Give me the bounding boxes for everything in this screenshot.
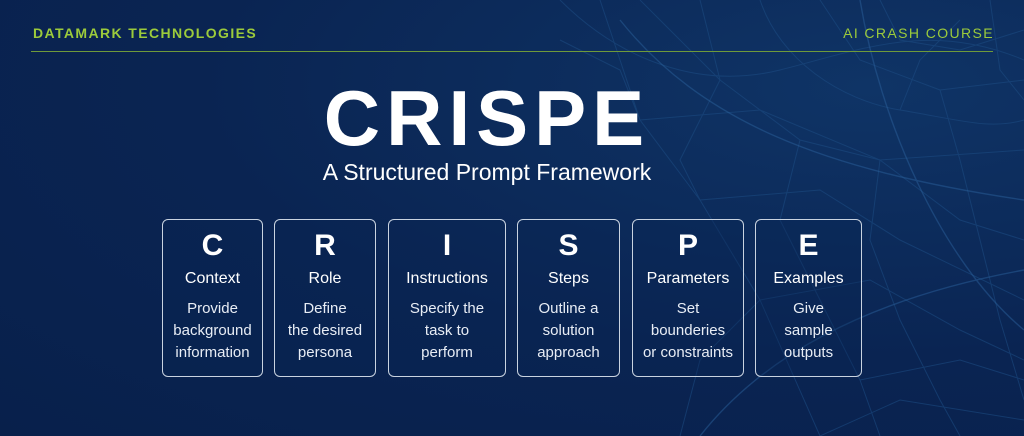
card-name: Role xyxy=(308,270,342,287)
header-divider xyxy=(31,51,993,52)
card-description: Set bounderies or constraints xyxy=(633,298,743,364)
card-description-line: outputs xyxy=(783,344,834,361)
card-name: Context xyxy=(184,270,241,287)
card-description-line: approach xyxy=(537,344,600,361)
card-parameters: P Parameters Set bounderies or constrain… xyxy=(632,219,744,377)
card-description-line: perform xyxy=(421,344,473,361)
card-description: Provide background information xyxy=(163,298,262,364)
card-name: Examples xyxy=(773,270,844,287)
page-subtitle: A Structured Prompt Framework xyxy=(322,159,652,185)
card-description-line: the desired xyxy=(287,322,363,339)
card-name: Parameters xyxy=(646,270,730,287)
card-description-line: Outline a xyxy=(538,300,599,317)
card-description-line: Define xyxy=(303,300,347,317)
course-label: AI CRASH COURSE xyxy=(843,25,994,41)
card-letter: S xyxy=(558,229,579,262)
card-description-line: background xyxy=(173,322,252,339)
card-description-line: Provide xyxy=(187,300,238,317)
card-name: Steps xyxy=(548,270,589,287)
card-description-line: solution xyxy=(542,322,595,339)
card-description-line: information xyxy=(175,344,250,361)
card-description: Outline a solution approach xyxy=(518,298,619,364)
card-letter: P xyxy=(677,229,698,262)
card-description-line: Set xyxy=(676,300,700,317)
card-description-line: bounderies xyxy=(650,322,726,339)
card-steps: S Steps Outline a solution approach xyxy=(517,219,620,377)
card-description-line: Give xyxy=(793,300,824,317)
card-instructions: I Instructions Specify the task to perfo… xyxy=(388,219,506,377)
card-examples: E Examples Give sample outputs xyxy=(755,219,862,377)
card-name: Instructions xyxy=(406,270,488,287)
card-description-line: task to xyxy=(424,322,470,339)
card-letter: R xyxy=(314,229,336,262)
card-description-line: or constraints xyxy=(642,344,734,361)
page-title: CRISPE xyxy=(323,74,651,162)
card-description-line: sample xyxy=(784,322,833,339)
card-description-line: persona xyxy=(297,344,353,361)
card-letter: E xyxy=(798,229,819,262)
brand-label: DATAMARK TECHNOLOGIES xyxy=(33,25,258,41)
card-letter: I xyxy=(442,229,452,262)
card-description-line: Specify the xyxy=(409,300,485,317)
card-description: Give sample outputs xyxy=(756,298,861,364)
card-description: Specify the task to perform xyxy=(389,298,505,364)
card-context: C Context Provide background information xyxy=(162,219,263,377)
card-role: R Role Define the desired persona xyxy=(274,219,376,377)
card-letter: C xyxy=(201,229,224,262)
card-description: Define the desired persona xyxy=(275,298,375,364)
